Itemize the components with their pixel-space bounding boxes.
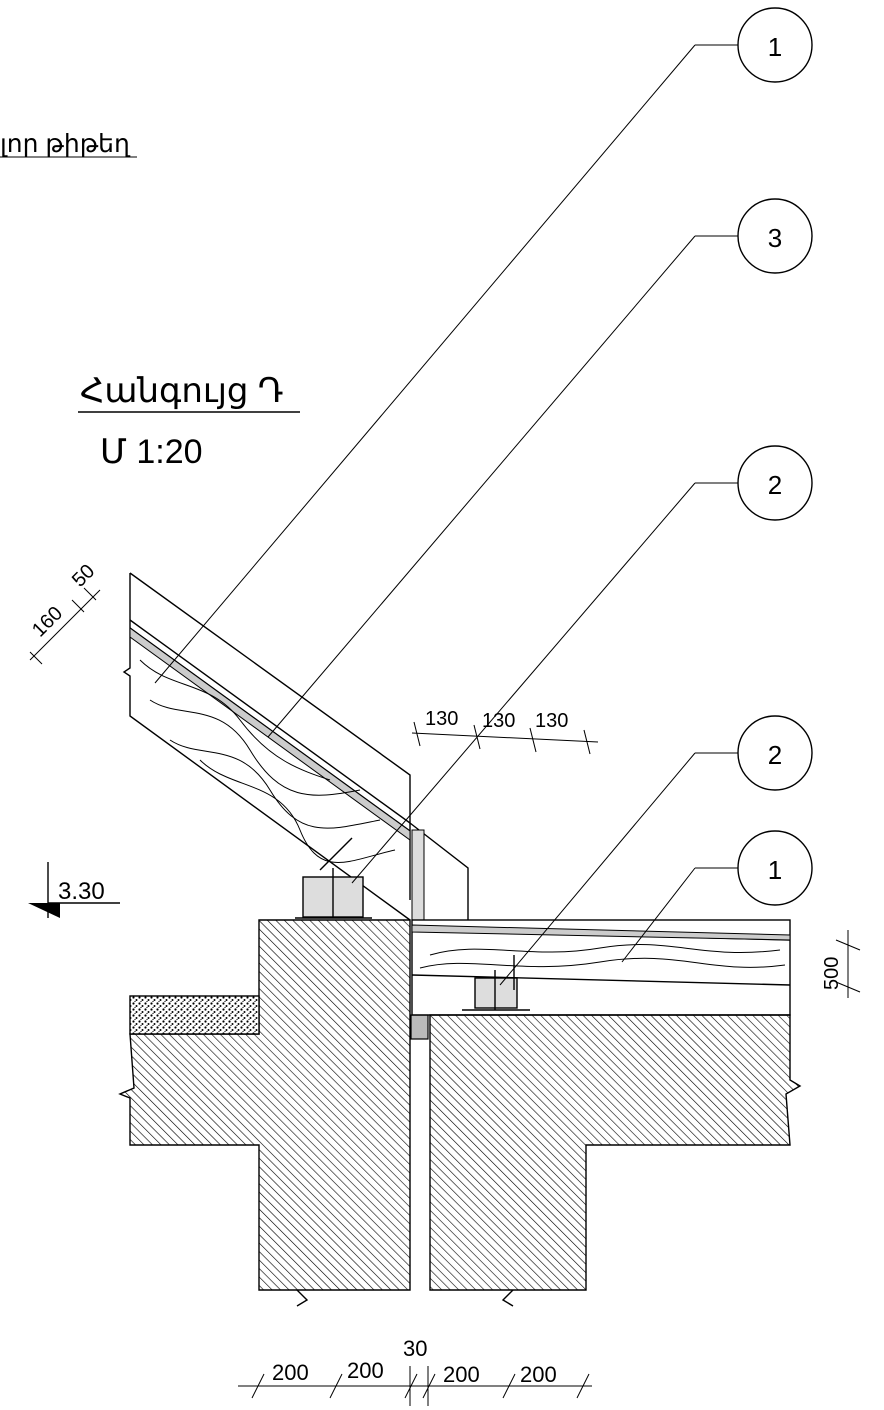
dim-right-tick-2 [835, 981, 861, 993]
drawing-title: Հանգույց Դ [80, 372, 284, 410]
joint-seal [410, 1014, 429, 1040]
callout-1-top-circle [737, 7, 813, 83]
wood-grain-1 [139, 659, 331, 781]
dim-top-tick-1 [413, 721, 421, 747]
dim-bottom-tick-5 [502, 1373, 516, 1399]
callout-2-lower-circle [737, 715, 813, 791]
wood-grain-3 [169, 739, 381, 829]
gravel-layer [129, 995, 260, 1035]
callout-1-top-label: 1 [768, 32, 782, 62]
dim-bottom-200-b: 200 [347, 1358, 384, 1383]
callout-3-leader [267, 235, 696, 738]
dim-bottom-tick-3 [404, 1373, 418, 1399]
roof-outline-upper [129, 572, 411, 900]
drawing-scale: Մ 1:20 [100, 433, 203, 471]
break-mark-right [501, 1289, 514, 1307]
dim-bottom-200-d: 200 [520, 1362, 557, 1387]
dim-top-tick-2 [473, 724, 481, 750]
support-bracket-right [474, 977, 518, 1009]
callout-3-circle [737, 198, 813, 274]
wood-grain-4 [199, 759, 396, 863]
bracket-arm-left [319, 837, 353, 871]
dim-slope-tick-3 [83, 587, 97, 601]
dim-bottom-200-a: 200 [272, 1360, 309, 1385]
left-concrete-block [118, 919, 411, 1291]
right-concrete-block [429, 1014, 802, 1291]
callout-1-lower-label: 1 [768, 855, 782, 885]
dim-top-tick-4 [583, 729, 591, 755]
dim-top-130-b: 130 [482, 710, 515, 732]
callout-2-lower-leader [499, 752, 696, 986]
dim-right-500: 500 [821, 957, 843, 990]
flat-roof-outline [411, 919, 791, 1016]
dim-slope-160: 160 [28, 602, 67, 641]
dim-bottom-tick-2 [329, 1373, 343, 1399]
dim-top-tick-3 [529, 727, 537, 753]
wood-grain-2 [149, 699, 361, 796]
callout-2-upper-leader [351, 482, 696, 884]
break-mark-left [296, 1289, 309, 1307]
dim-bottom-tick-6 [576, 1373, 590, 1399]
callout-1-top-leader [154, 44, 696, 684]
callout-1-lower-circle [737, 830, 813, 906]
header-fragment-text: լոր թիթեղ [0, 130, 131, 158]
dim-bottom-tick-1 [251, 1373, 265, 1399]
level-mark-triangle [28, 903, 60, 918]
dim-bottom-200-c: 200 [443, 1362, 480, 1387]
roof-outline-lower [122, 573, 411, 921]
dim-top-130-c: 130 [535, 710, 568, 732]
dim-top-line [411, 732, 599, 743]
flat-flashing [411, 924, 791, 941]
dim-bottom-tick-4 [422, 1373, 436, 1399]
dim-right-tick-1 [835, 939, 861, 951]
flat-grain-2 [419, 957, 786, 969]
flat-insulation-line [411, 974, 791, 986]
callout-2-lower-label: 2 [768, 740, 782, 770]
callout-1-lower-leader [621, 867, 696, 963]
upstand-outline [409, 822, 469, 920]
callout-3-label: 3 [768, 223, 782, 253]
dim-top-130-a: 130 [425, 708, 458, 730]
callout-2-upper-label: 2 [768, 470, 782, 500]
dim-slope-50: 50 [68, 560, 99, 591]
upstand-flashing [411, 829, 425, 921]
dim-slope-tick-2 [71, 599, 85, 613]
dim-slope-line [29, 589, 101, 661]
dim-slope-tick-1 [29, 651, 43, 665]
level-mark-value: 3.30 [58, 878, 105, 905]
dim-bottom-30: 30 [403, 1336, 427, 1361]
roof-membrane-line-1 [129, 619, 411, 824]
callout-2-upper-circle [737, 445, 813, 521]
flat-grain-1 [429, 944, 781, 956]
